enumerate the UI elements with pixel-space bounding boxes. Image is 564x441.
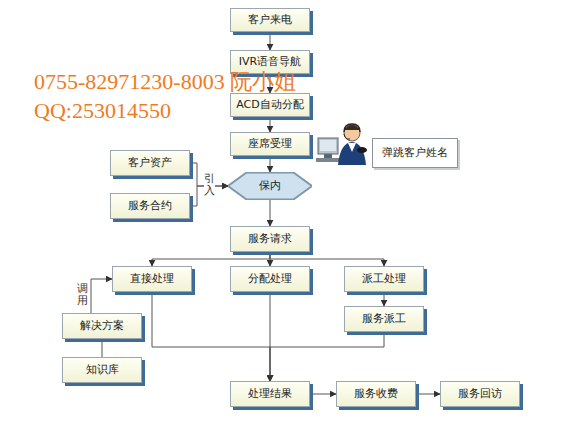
process-box: 服务收费 bbox=[336, 381, 416, 407]
data-box: 解决方案 bbox=[62, 313, 142, 339]
data-box: 知识库 bbox=[62, 357, 142, 383]
monitor-stand bbox=[324, 154, 332, 158]
process-box: 服务派工 bbox=[344, 306, 424, 332]
data-box: 客户资产 bbox=[110, 150, 190, 176]
node-text: 服务请求 bbox=[248, 232, 292, 245]
phone bbox=[357, 147, 367, 153]
process-box: 服务请求 bbox=[230, 226, 310, 252]
node-text: 服务派工 bbox=[362, 312, 406, 325]
node-text: 解决方案 bbox=[80, 319, 124, 332]
node-text: 直接处理 bbox=[130, 272, 174, 285]
body bbox=[338, 142, 366, 165]
flow-connector bbox=[270, 32, 271, 50]
flow-connector bbox=[270, 252, 384, 266]
collar bbox=[348, 143, 356, 152]
node-text: 处理结果 bbox=[248, 387, 292, 400]
node-text: 分配处理 bbox=[248, 272, 292, 285]
process-box: 处理结果 bbox=[230, 381, 310, 407]
node-text: 保内 bbox=[259, 179, 281, 192]
node-text: 派工处理 bbox=[362, 272, 406, 285]
flow-connector bbox=[416, 394, 440, 395]
flow-connector bbox=[384, 292, 385, 306]
data-box: 服务合约 bbox=[110, 193, 190, 219]
flow-connector bbox=[152, 252, 270, 266]
flow-connector bbox=[270, 200, 271, 226]
agent-figure bbox=[316, 124, 367, 165]
connector-label: 调用 bbox=[77, 283, 88, 307]
process-box: 派工处理 bbox=[344, 266, 424, 292]
decision-shape: 保内 bbox=[228, 172, 312, 200]
monitor bbox=[318, 138, 338, 154]
connector-label: 引入 bbox=[204, 173, 215, 197]
contact-watermark: 0755-82971230-8003 阮小姐 bbox=[34, 70, 296, 94]
process-box: 客户来电 bbox=[230, 8, 310, 32]
headset bbox=[344, 124, 360, 132]
flow-connector bbox=[270, 332, 384, 381]
node-text: 服务回访 bbox=[458, 387, 502, 400]
node-text: 服务收费 bbox=[354, 387, 398, 400]
screen bbox=[320, 140, 336, 151]
node-text: 客户资产 bbox=[128, 156, 172, 169]
node-text: 弹跳客户姓名 bbox=[382, 146, 448, 159]
process-box: ACD自动分配 bbox=[230, 93, 310, 117]
flow-connector bbox=[270, 117, 271, 132]
node-text: IVR语音导航 bbox=[239, 55, 301, 68]
contact-watermark: QQ:253014550 bbox=[34, 99, 171, 123]
head bbox=[344, 125, 360, 141]
node-text: ACD自动分配 bbox=[236, 98, 303, 111]
node-text: 座席受理 bbox=[248, 137, 292, 150]
flow-connector bbox=[91, 279, 112, 313]
process-box: 直接处理 bbox=[112, 266, 192, 292]
flow-connector bbox=[310, 394, 336, 395]
process-box: 服务回访 bbox=[440, 381, 520, 407]
flow-connector bbox=[102, 339, 103, 357]
process-box: 分配处理 bbox=[230, 266, 310, 292]
callout-box: 弹跳客户姓名 bbox=[372, 138, 458, 168]
keyboard bbox=[316, 158, 342, 162]
process-box: 座席受理 bbox=[230, 132, 310, 156]
node-text: 知识库 bbox=[86, 363, 119, 376]
mic bbox=[344, 134, 350, 139]
node-text: 服务合约 bbox=[128, 199, 172, 212]
flow-connector bbox=[152, 292, 270, 381]
node-text: 客户来电 bbox=[248, 13, 292, 26]
flow-connector bbox=[270, 156, 271, 172]
